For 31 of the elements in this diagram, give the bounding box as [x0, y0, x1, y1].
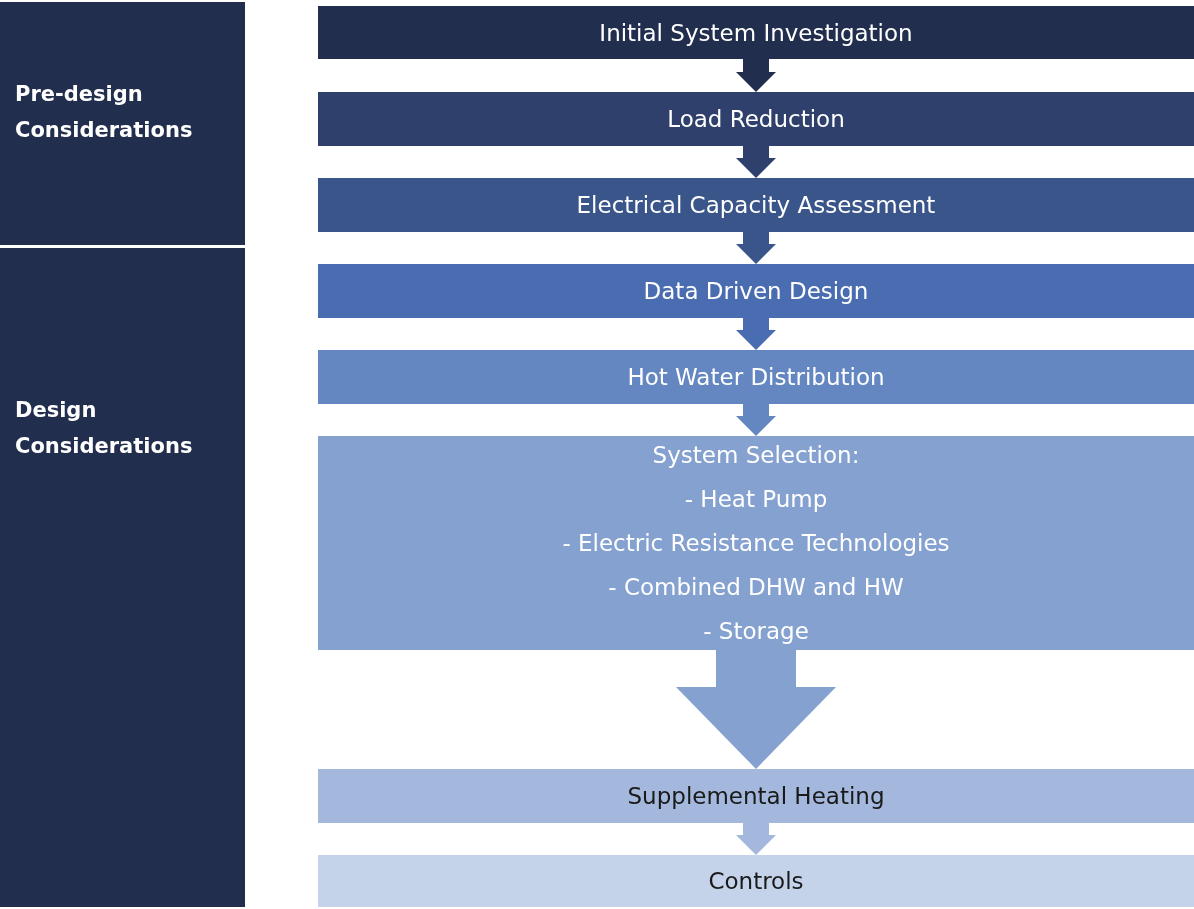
process-box — [318, 350, 1194, 404]
step-label: Supplemental Heating — [627, 782, 885, 811]
list-item: - Storage — [703, 617, 809, 646]
phase-band — [0, 2, 245, 245]
arrow — [736, 146, 776, 178]
phase-label: Pre-design Considerations — [15, 81, 194, 144]
phase-band — [0, 248, 245, 907]
step-label: Load Reduction — [667, 105, 845, 134]
process-box — [318, 769, 1194, 823]
list-item: - Electric Resistance Technologies — [562, 529, 950, 558]
arrow — [736, 318, 776, 350]
arrow — [736, 232, 776, 264]
step-label: Controls — [708, 867, 804, 896]
process-box — [318, 6, 1194, 59]
arrow — [736, 59, 776, 92]
arrow — [736, 404, 776, 436]
process-box — [318, 855, 1194, 907]
list-item: - Heat Pump — [684, 485, 828, 514]
process-box — [318, 436, 1194, 650]
list-item: - Combined DHW and HW — [608, 573, 904, 602]
step-label: Data Driven Design — [643, 277, 869, 306]
process-box — [318, 178, 1194, 232]
step-label: Hot Water Distribution — [627, 363, 885, 392]
arrow — [676, 650, 836, 769]
process-box — [318, 264, 1194, 318]
step-label: Electrical Capacity Assessment — [576, 191, 936, 220]
arrow — [736, 823, 776, 855]
phase-label: Design Considerations — [15, 397, 194, 460]
step-label: Initial System Investigation — [599, 18, 913, 48]
step-label: System Selection: — [652, 441, 860, 470]
process-box — [318, 92, 1194, 146]
